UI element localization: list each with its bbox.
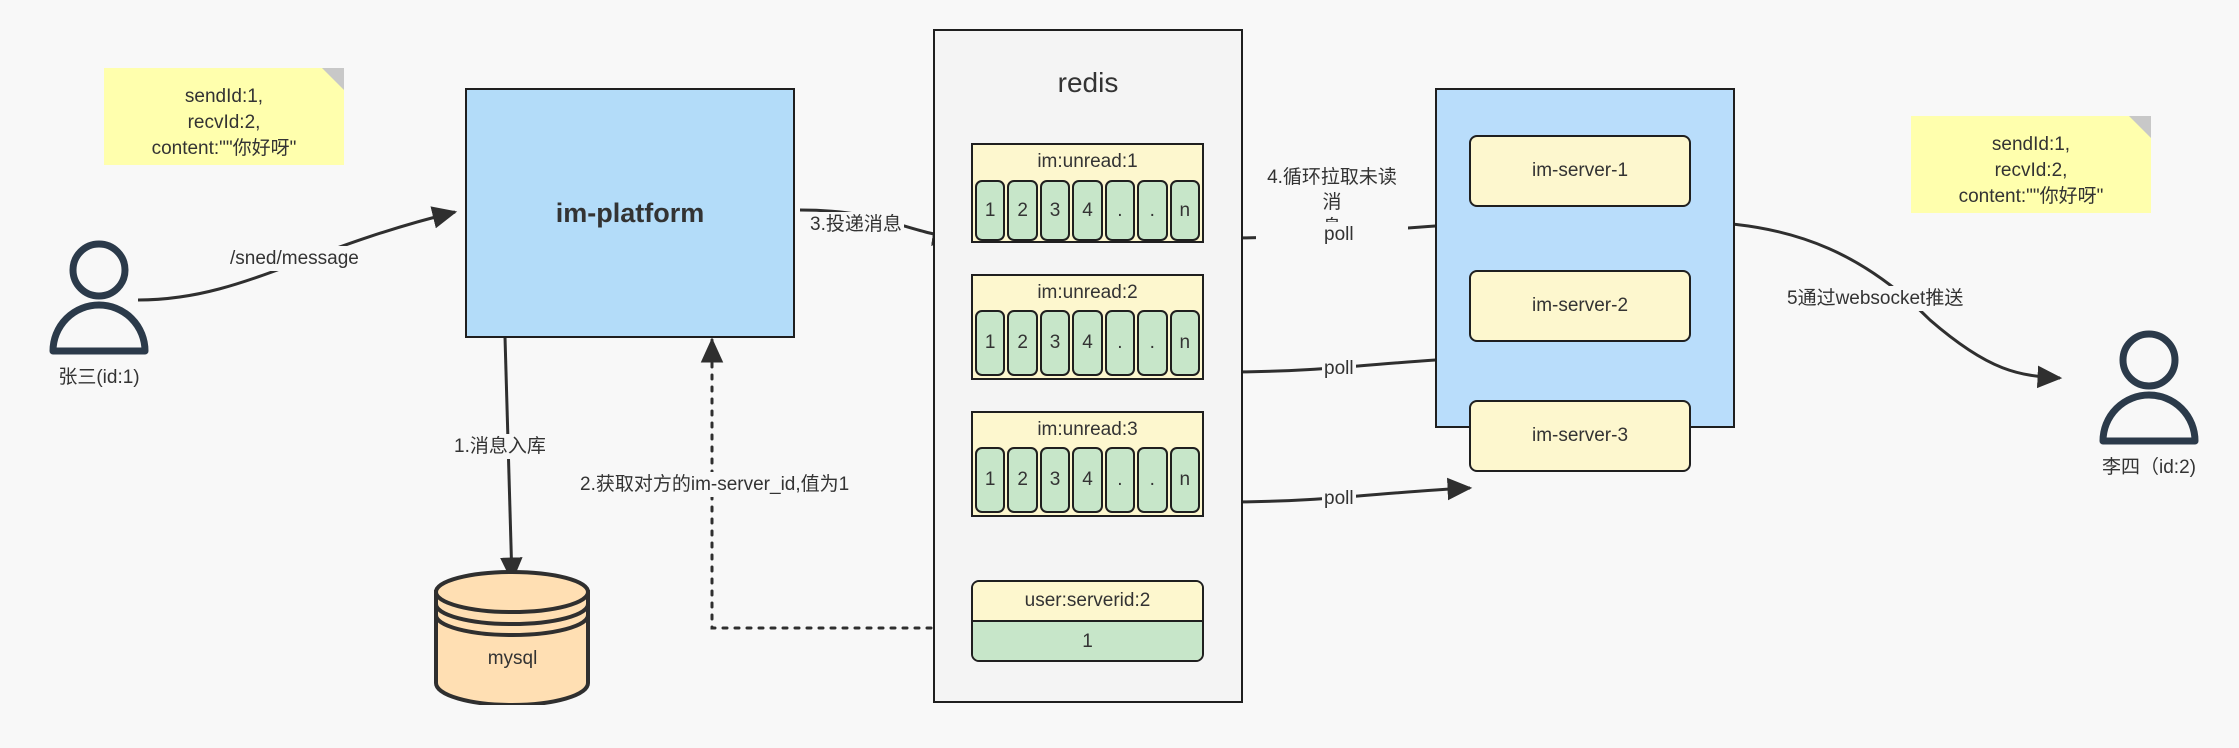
redis-cell: 1 xyxy=(975,180,1006,241)
im-server-1-box[interactable]: im-server-1 xyxy=(1469,135,1691,207)
im-server-3-label: im-server-3 xyxy=(1531,425,1629,446)
redis-cell: 3 xyxy=(1039,180,1071,241)
edge-label-step3: 3.投递消息 xyxy=(808,212,904,237)
redis-title: redis xyxy=(1057,67,1119,98)
im-server-2-label: im-server-2 xyxy=(1531,295,1629,316)
note-right: sendId:1, recvId:2, content:""你好呀" xyxy=(1911,116,2151,213)
edge-label-step4: 4.循环拉取未读消 息 xyxy=(1256,165,1408,240)
redis-unread-key-1: im:unread:1 xyxy=(1037,151,1138,172)
note-left: sendId:1, recvId:2, content:""你好呀" xyxy=(104,68,344,165)
redis-cell: 2 xyxy=(1007,180,1038,241)
actor-sender xyxy=(40,240,158,355)
redis-cell: . xyxy=(1137,180,1168,241)
redis-cell: 4 xyxy=(1072,180,1103,241)
edge-label-poll-2: poll xyxy=(1322,356,1356,381)
actor-sender-label: 张三(id:1) xyxy=(58,367,140,388)
redis-kv-box[interactable]: user:serverid:2 1 xyxy=(971,580,1204,662)
redis-unread-key-2: im:unread:2 xyxy=(1037,282,1138,303)
redis-container: redis im:unread:1 1 2 3 4 . . n im:unrea… xyxy=(933,29,1243,703)
redis-unread-list-2[interactable]: im:unread:2 1 2 3 4 . . n xyxy=(971,274,1204,380)
redis-cell: 4 xyxy=(1072,447,1103,513)
user-icon xyxy=(49,240,149,355)
redis-cell: . xyxy=(1104,447,1136,513)
note-fold-corner-icon xyxy=(2129,116,2151,138)
note-fold-corner-icon xyxy=(322,68,344,90)
redis-kv-key: user:serverid:2 xyxy=(973,582,1202,620)
redis-cell: 3 xyxy=(1039,447,1071,513)
im-server-2-box[interactable]: im-server-2 xyxy=(1469,270,1691,342)
redis-cell: . xyxy=(1104,310,1136,376)
im-server-3-box[interactable]: im-server-3 xyxy=(1469,400,1691,472)
redis-cell: . xyxy=(1137,447,1168,513)
im-server-1-label: im-server-1 xyxy=(1531,160,1629,181)
mysql-label: mysql xyxy=(487,648,538,669)
edge-label-poll-1: poll xyxy=(1322,222,1356,247)
edge-label-send-message: /sned/message xyxy=(228,246,361,271)
redis-cell: 4 xyxy=(1072,310,1103,376)
redis-kv-value: 1 xyxy=(973,620,1202,660)
redis-cell: n xyxy=(1169,180,1200,241)
edge-label-step1: 1.消息入库 xyxy=(452,434,548,459)
im-server-group: im-server-1 im-server-2 im-server-3 xyxy=(1435,88,1735,472)
redis-cell: . xyxy=(1104,180,1136,241)
redis-cell: 2 xyxy=(1007,310,1038,376)
actor-receiver xyxy=(2090,330,2208,445)
redis-unread-key-3: im:unread:3 xyxy=(1037,419,1138,440)
edge-label-step2: 2.获取对方的im-server_id,值为1 xyxy=(578,472,852,497)
redis-unread-list-3[interactable]: im:unread:3 1 2 3 4 . . n xyxy=(971,411,1204,517)
redis-cell: 3 xyxy=(1039,310,1071,376)
redis-cell: n xyxy=(1169,310,1200,376)
mysql-database[interactable]: mysql xyxy=(430,570,595,707)
redis-cell: n xyxy=(1169,447,1200,513)
redis-cell: 1 xyxy=(975,310,1006,376)
redis-unread-list-1[interactable]: im:unread:1 1 2 3 4 . . n xyxy=(971,143,1204,243)
user-icon xyxy=(2099,330,2199,445)
redis-cell: . xyxy=(1137,310,1168,376)
database-cylinder-icon xyxy=(434,570,590,707)
redis-cell: 1 xyxy=(975,447,1006,513)
im-platform-box[interactable]: im-platform xyxy=(465,88,795,338)
edge-label-poll-3: poll xyxy=(1322,486,1356,511)
edge-label-step5: 5通过websocket推送 xyxy=(1785,286,1966,311)
redis-cell: 2 xyxy=(1007,447,1038,513)
im-platform-label: im-platform xyxy=(555,197,705,228)
actor-receiver-label: 李四（id:2) xyxy=(2102,457,2196,478)
